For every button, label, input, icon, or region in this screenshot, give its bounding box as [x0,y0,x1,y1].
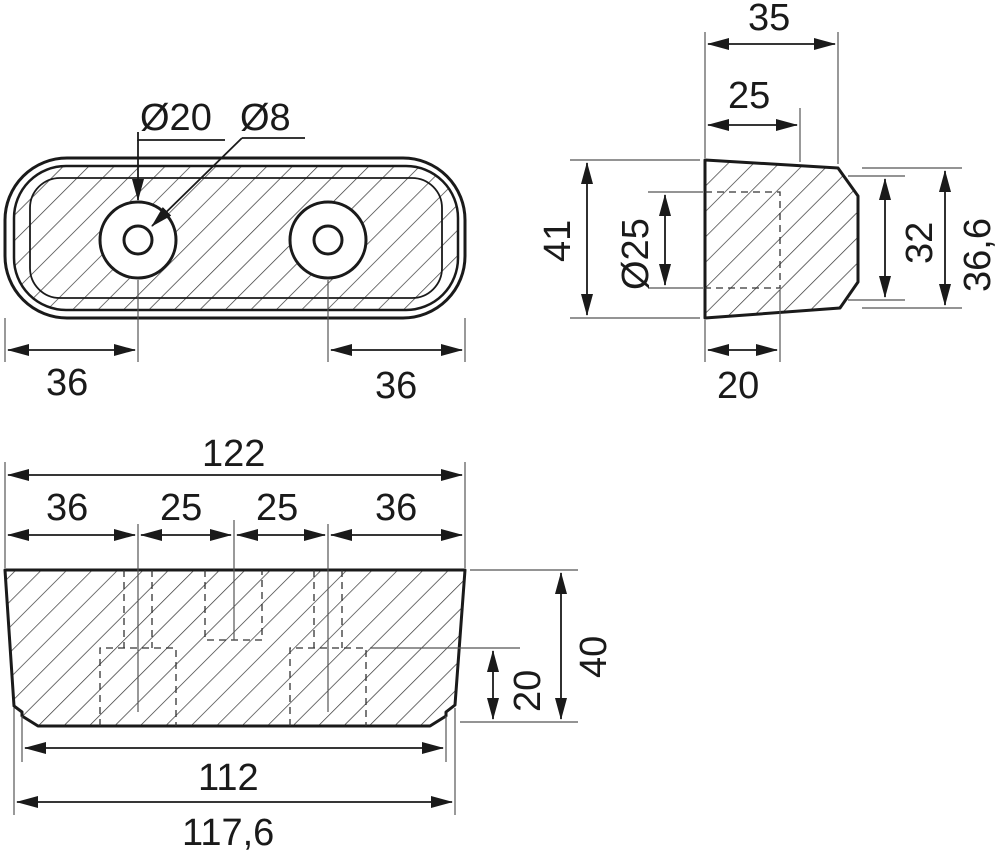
hole-left [122,224,154,256]
label-25-front-b: 25 [256,487,298,529]
label-20-front: 20 [507,670,549,712]
hole-right [312,224,344,256]
label-25-front-a: 25 [160,487,202,529]
label-dia-25: Ø25 [615,218,657,290]
label-dia-8: Ø8 [240,97,291,139]
top-view-body [12,164,460,312]
label-117-6: 117,6 [182,812,274,854]
side-view-body [703,158,860,320]
top-view-inner-edge [29,177,443,299]
side-view: 35 25 41 Ø25 32 36,6 20 [537,0,999,407]
hidden-counterbore-right [289,647,367,726]
label-dia-20: Ø20 [140,97,212,139]
top-view-outer-outline [3,156,467,320]
top-view: Ø20 Ø8 36 36 [3,97,467,407]
label-36-front-left: 36 [46,487,88,529]
label-20-side: 20 [717,365,759,407]
label-112: 112 [198,757,259,799]
label-36-right: 36 [375,365,417,407]
label-32: 32 [899,222,941,264]
label-122: 122 [202,433,265,475]
hidden-counterbore-left [99,647,177,726]
front-view: 122 36 25 25 36 40 20 112 117,6 [3,433,615,854]
label-36-6: 36,6 [957,218,999,292]
leader-dia-8-arrow [151,137,243,227]
label-35: 35 [748,0,790,39]
label-41: 41 [537,220,579,262]
label-36-left: 36 [46,362,88,404]
side-view-hidden-bore [705,191,781,289]
label-36-front-right: 36 [375,487,417,529]
front-view-body [3,568,467,728]
label-25-side: 25 [728,75,770,117]
label-40: 40 [573,636,615,678]
